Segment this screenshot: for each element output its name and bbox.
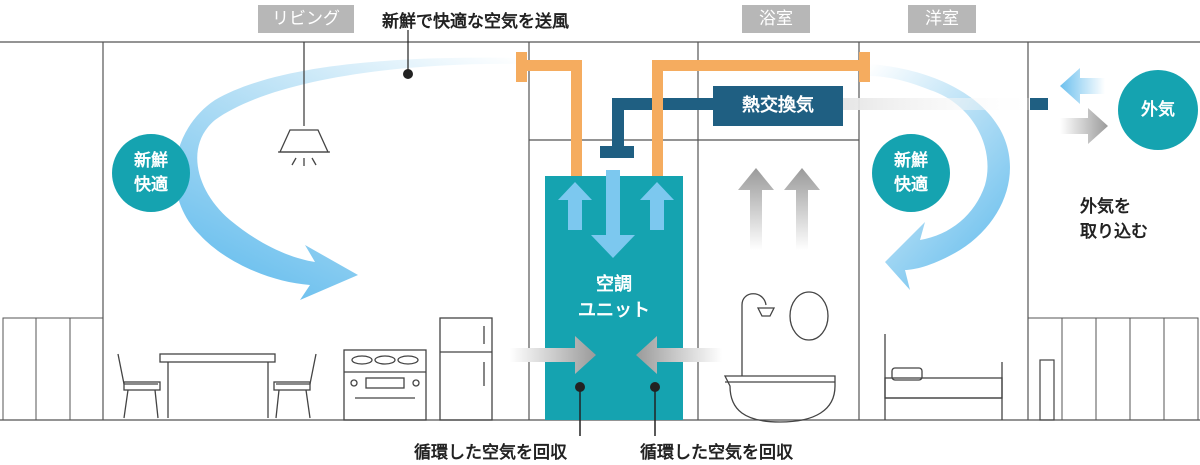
recirculate-label-left: 循環した空気を回収 [414,443,567,463]
neighbor-house-left [2,317,104,421]
dining-chair-left-icon [117,353,161,419]
ceiling-lamp-icon [278,42,330,166]
return-arrow-left [510,336,596,374]
fresh-air-arc-left [174,57,520,300]
bed-icon [884,334,1003,420]
return-pointers [575,382,660,436]
stove-icon [343,349,427,421]
bathtub-icon [723,375,836,423]
fresh-badge-left: 新鮮 快適 [112,134,190,212]
dining-chair-right-icon [273,353,317,419]
ac-unit-label-line2: ユニット [578,300,650,321]
take-in-label: 外気を 取り込む [1080,197,1148,242]
return-arrow-right [636,336,722,374]
ac-unit-label-line1: 空調 [596,274,632,295]
fresh-badge-right: 新鮮 快適 [872,134,950,212]
mirror-icon [789,291,829,341]
shower-icon [741,293,776,376]
room-tag-living: リビング [258,5,354,33]
unit-airflow-arrows [558,170,674,258]
refrigerator-icon [439,317,493,421]
room-tag-western: 洋室 [908,5,976,33]
dining-table-icon [159,353,276,418]
outside-intake-arrow [1060,68,1105,104]
door-icon [1039,359,1055,421]
bath-exhaust-arrows [738,168,820,250]
fresh-air-arc-right [870,64,1010,290]
outside-air-badge: 外気 [1118,70,1198,150]
outside-exhaust-arrow [1060,108,1108,144]
room-tag-bath: 浴室 [742,5,810,33]
heat-exchange-box: 熱交換気 [713,86,843,126]
neighbor-house-right [1027,317,1199,421]
exhaust-line [843,98,1033,110]
recirculate-label-right: 循環した空気を回収 [640,443,793,463]
supply-duct [516,52,870,178]
fresh-air-label: 新鮮で快適な空気を送風 [382,12,569,32]
